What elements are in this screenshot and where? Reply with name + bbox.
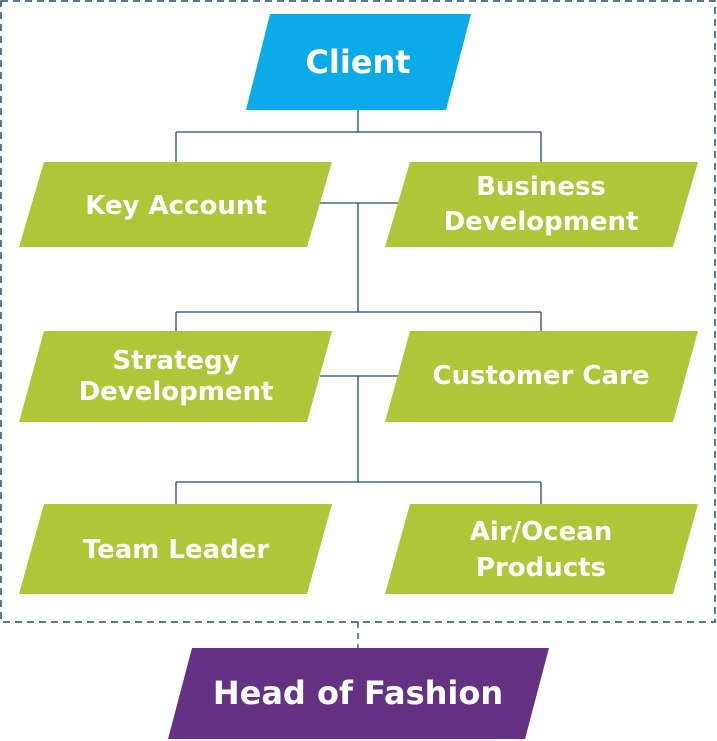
business-development-label-line2: Development	[444, 207, 639, 237]
business-development-shape	[385, 162, 698, 247]
node-air-ocean-products: Air/Ocean Products	[385, 504, 698, 594]
strategy-development-shape	[19, 331, 332, 422]
team-leader-label: Team Leader	[83, 535, 270, 565]
node-key-account: Key Account	[19, 162, 332, 247]
client-shape	[246, 14, 471, 110]
key-account-shape	[19, 162, 332, 247]
customer-care-label: Customer Care	[432, 361, 649, 391]
strategy-development-label-line2: Development	[79, 377, 274, 407]
node-client: Client	[246, 14, 471, 110]
air-ocean-products-shape	[385, 504, 698, 594]
team-leader-shape	[19, 504, 332, 594]
head-of-fashion-shape	[168, 648, 549, 739]
connector-lines	[175, 110, 542, 648]
node-customer-care: Customer Care	[385, 331, 698, 422]
air-ocean-products-label-line1: Air/Ocean	[470, 517, 613, 547]
client-label: Client	[305, 43, 410, 81]
head-of-fashion-label: Head of Fashion	[213, 674, 503, 712]
node-head-of-fashion: Head of Fashion	[168, 648, 549, 739]
customer-care-shape	[385, 331, 698, 422]
key-account-label: Key Account	[85, 191, 267, 221]
node-business-development: Business Development	[385, 162, 698, 247]
node-team-leader: Team Leader	[19, 504, 332, 594]
air-ocean-products-label-line2: Products	[476, 553, 606, 583]
business-development-label-line1: Business	[476, 172, 606, 202]
strategy-development-label-line1: Strategy	[112, 346, 239, 376]
node-strategy-development: Strategy Development	[19, 331, 332, 422]
